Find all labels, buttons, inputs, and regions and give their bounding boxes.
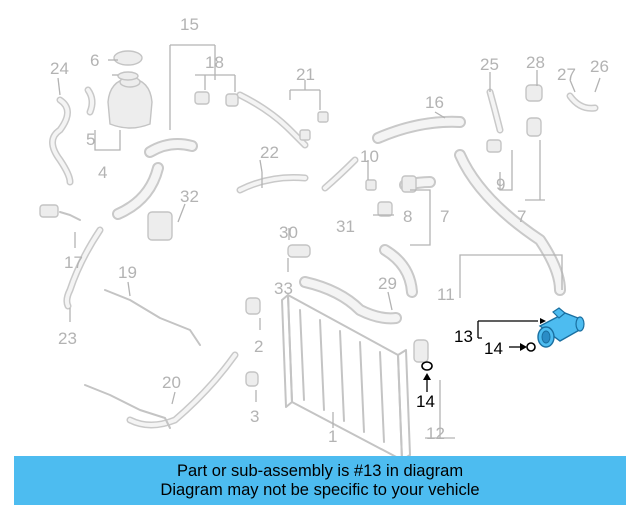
- thin-hoses: [49, 86, 599, 429]
- part-info-banner: Part or sub-assembly is #13 in diagram D…: [14, 456, 626, 505]
- callout-26: 26: [590, 57, 609, 76]
- callout-21: 21: [296, 65, 315, 84]
- part-13-coolant-flange[interactable]: [537, 307, 585, 348]
- upper-hoses: [112, 115, 566, 325]
- pipes: [59, 211, 201, 429]
- callout-9: 9: [496, 175, 505, 194]
- callout-16: 16: [425, 93, 444, 112]
- callout-17: 17: [64, 253, 83, 272]
- callout-25: 25: [480, 55, 499, 74]
- callout-14-lower: 14: [416, 392, 435, 411]
- callout-27: 27: [557, 65, 576, 84]
- callout-28: 28: [526, 53, 545, 72]
- callout-19: 19: [118, 263, 137, 282]
- small-fittings: [39, 84, 543, 387]
- callout-6: 6: [90, 51, 99, 70]
- callout-31: 31: [336, 217, 355, 236]
- callout-4: 4: [98, 163, 107, 182]
- leader-lines: [57, 44, 601, 439]
- part-14-o-ring-lower: [421, 361, 433, 371]
- tank-cap: [113, 50, 143, 81]
- callout-32: 32: [180, 187, 199, 206]
- highlight-leaders: [423, 318, 546, 392]
- callout-14-upper: 14: [484, 339, 503, 358]
- callout-20: 20: [162, 373, 181, 392]
- callout-30: 30: [279, 223, 298, 242]
- callout-5: 5: [86, 130, 95, 149]
- part-14-o-ring-upper: [526, 342, 536, 352]
- banner-line-1: Part or sub-assembly is #13 in diagram: [176, 461, 464, 480]
- callout-18: 18: [205, 53, 224, 72]
- callout-13: 13: [454, 327, 473, 346]
- callout-15: 15: [180, 15, 199, 34]
- callout-8: 8: [403, 207, 412, 226]
- callout-2: 2: [254, 337, 263, 356]
- callout-24: 24: [50, 59, 69, 78]
- callout-12: 12: [426, 424, 445, 443]
- callout-7b: 7: [517, 207, 526, 226]
- banner-line-2: Diagram may not be specific to your vehi…: [160, 480, 480, 499]
- callout-10: 10: [360, 147, 379, 166]
- callout-29: 29: [378, 274, 397, 293]
- callout-33: 33: [274, 279, 293, 298]
- callout-11: 11: [437, 285, 455, 304]
- callout-23: 23: [58, 329, 77, 348]
- expansion-tank: [107, 76, 153, 129]
- callout-labels: 1 2 3 4 5 6 7 7 8 9 10 11 12 13 14 14 15…: [50, 15, 609, 446]
- callout-22: 22: [260, 143, 279, 162]
- callout-1: 1: [328, 427, 337, 446]
- callout-3: 3: [250, 407, 259, 426]
- callout-7a: 7: [440, 207, 449, 226]
